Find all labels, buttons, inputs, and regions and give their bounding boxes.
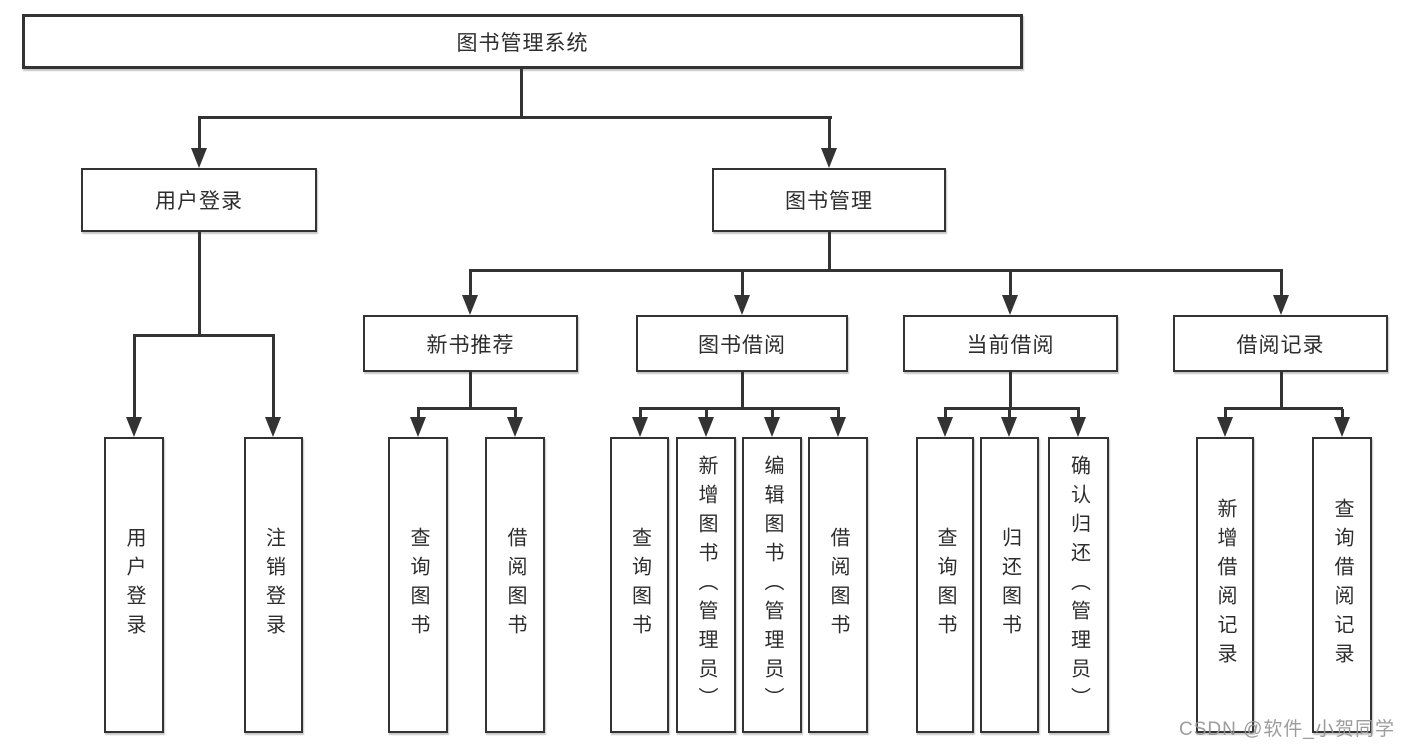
arrowhead-br-query-icon (1334, 417, 1350, 437)
connector-drop-borrow-record (1280, 271, 1283, 297)
leaf-cb-return-books: 归还图书 (980, 437, 1039, 733)
node-root-label: 图书管理系统 (456, 31, 589, 55)
arrowhead-cb-return-icon (1001, 417, 1017, 437)
leaf-br-query-record-label: 查询借阅记录 (1331, 498, 1353, 672)
connector-current-borrow-bar (944, 407, 1080, 410)
connector-drop-cb-return (1008, 409, 1011, 419)
arrowhead-user-login-icon (191, 148, 207, 168)
arrowhead-bb-borrow-icon (830, 417, 846, 437)
connector-level3-bar (469, 269, 1283, 272)
connector-book-mgmt-stem (828, 232, 831, 271)
connector-drop-book-borrow (741, 271, 744, 297)
connector-current-borrow-stem (1009, 372, 1012, 409)
connector-drop-rec-borrow (514, 409, 517, 419)
leaf-bb-query-books: 查询图书 (610, 437, 669, 733)
arrowhead-new-book-rec-icon (462, 295, 478, 315)
leaf-rec-borrow-books-label: 借阅图书 (504, 527, 526, 643)
leaf-cb-confirm-return-admin-label: 确认归还（管理员） (1067, 454, 1090, 716)
arrowhead-bb-edit-icon (764, 417, 780, 437)
node-borrow-record: 借阅记录 (1173, 315, 1388, 372)
arrowhead-logout-icon (265, 417, 281, 437)
node-book-borrow: 图书借阅 (636, 315, 848, 372)
node-user-login: 用户登录 (81, 168, 317, 232)
node-book-mgmt-label: 图书管理 (785, 190, 873, 213)
leaf-bb-borrow-books-label: 借阅图书 (827, 527, 849, 643)
connector-drop-cb-confirm (1077, 409, 1080, 419)
connector-drop-rec-query (417, 409, 420, 419)
node-current-borrow: 当前借阅 (903, 315, 1118, 372)
connector-new-book-rec-bar (417, 407, 517, 410)
connector-level2-bar (198, 116, 832, 119)
arrowhead-book-mgmt-icon (821, 148, 837, 168)
connector-drop-new-book-rec (469, 271, 472, 297)
leaf-cb-query-books: 查询图书 (916, 437, 974, 733)
connector-drop-cb-query (944, 409, 947, 419)
connector-borrow-record-stem (1280, 372, 1283, 409)
arrowhead-bb-query-icon (632, 417, 648, 437)
leaf-br-add-record: 新增借阅记录 (1196, 437, 1254, 733)
leaf-bb-query-books-label: 查询图书 (628, 527, 651, 643)
node-book-mgmt: 图书管理 (712, 168, 946, 232)
leaf-cb-confirm-return-admin: 确认归还（管理员） (1048, 437, 1109, 733)
leaf-bb-add-books-admin-label: 新增图书（管理员） (695, 454, 717, 716)
arrowhead-bb-add-icon (698, 417, 714, 437)
arrowhead-rec-query-icon (410, 417, 426, 437)
leaf-bb-edit-books-admin-label: 编辑图书（管理员） (761, 454, 783, 716)
node-user-login-label: 用户登录 (155, 190, 243, 213)
leaf-rec-query-books: 查询图书 (388, 437, 448, 733)
leaf-rec-borrow-books: 借阅图书 (485, 437, 545, 733)
node-borrow-record-label: 借阅记录 (1236, 333, 1325, 357)
node-new-book-rec-label: 新书推荐 (426, 333, 515, 357)
leaf-bb-borrow-books: 借阅图书 (808, 437, 868, 733)
connector-drop-login (133, 336, 136, 419)
connector-book-borrow-bar (639, 407, 840, 410)
connector-user-login-bar (133, 334, 275, 337)
connector-drop-logout (272, 336, 275, 419)
connector-drop-bb-borrow (837, 409, 840, 419)
arrowhead-login-icon (126, 417, 142, 437)
connector-drop-bb-edit (771, 409, 774, 419)
leaf-br-add-record-label: 新增借阅记录 (1214, 498, 1236, 672)
leaf-bb-edit-books-admin: 编辑图书（管理员） (742, 437, 802, 733)
leaf-logout-label: 注销登录 (262, 527, 285, 643)
arrowhead-cb-query-icon (937, 417, 953, 437)
connector-drop-book-mgmt (828, 118, 831, 150)
arrowhead-cb-confirm-icon (1070, 417, 1086, 437)
node-current-borrow-label: 当前借阅 (966, 333, 1055, 357)
connector-borrow-record-bar (1224, 407, 1343, 410)
connector-book-borrow-stem (741, 372, 744, 409)
connector-root-stem (520, 69, 523, 118)
node-new-book-rec: 新书推荐 (363, 315, 578, 372)
node-root: 图书管理系统 (22, 14, 1023, 69)
connector-drop-user-login (198, 118, 201, 150)
connector-new-book-rec-stem (469, 372, 472, 409)
connector-user-login-stem (198, 232, 201, 336)
leaf-cb-query-books-label: 查询图书 (934, 527, 956, 643)
leaf-user-login: 用户登录 (104, 437, 164, 733)
leaf-rec-query-books-label: 查询图书 (407, 527, 429, 643)
arrowhead-borrow-record-icon (1273, 295, 1289, 315)
connector-drop-current-borrow (1009, 271, 1012, 297)
leaf-bb-add-books-admin: 新增图书（管理员） (676, 437, 736, 733)
leaf-user-login-label: 用户登录 (123, 527, 145, 643)
leaf-br-query-record: 查询借阅记录 (1312, 437, 1372, 733)
connector-drop-bb-query (639, 409, 642, 419)
arrowhead-rec-borrow-icon (507, 417, 523, 437)
connector-drop-br-add (1224, 409, 1227, 419)
connector-drop-br-query (1341, 409, 1344, 419)
connector-drop-bb-add (705, 409, 708, 419)
watermark: CSDN @软件_小贺同学 (1179, 719, 1395, 740)
leaf-cb-return-books-label: 归还图书 (998, 527, 1021, 643)
arrowhead-br-add-icon (1217, 417, 1233, 437)
node-book-borrow-label: 图书借阅 (698, 333, 786, 357)
arrowhead-current-borrow-icon (1002, 295, 1018, 315)
arrowhead-book-borrow-icon (734, 295, 750, 315)
leaf-logout: 注销登录 (244, 437, 303, 733)
